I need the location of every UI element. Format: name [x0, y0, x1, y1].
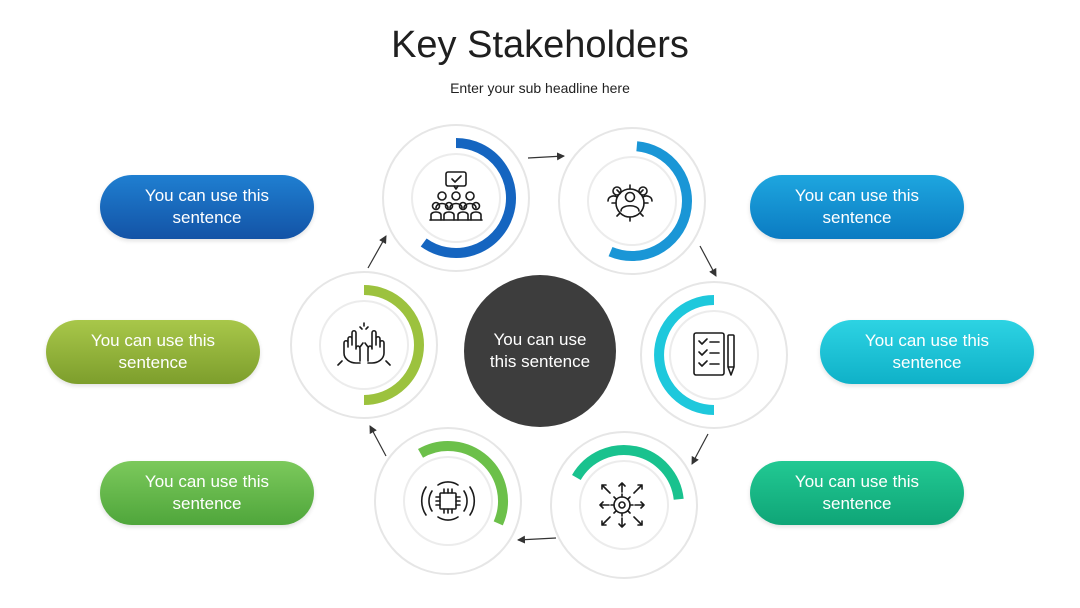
arrow-4-to-5 — [517, 535, 557, 544]
gear-arrows-icon — [599, 482, 645, 528]
center-circle — [464, 275, 616, 427]
pill-middle-right: You can use this sentence — [820, 320, 1034, 384]
pill-bottom-left: You can use this sentence — [100, 461, 314, 525]
pill-label: You can use this sentence — [144, 472, 270, 513]
arrow-6-to-1 — [367, 235, 387, 269]
node-4 — [550, 431, 698, 579]
center-label: You can use this sentence — [464, 275, 616, 427]
node-inner-circle — [319, 300, 409, 390]
node-progress-arc — [363, 285, 424, 405]
node-progress-arc — [420, 138, 516, 258]
node-progress-arc — [654, 295, 715, 415]
pill-label: You can use this sentence — [144, 186, 270, 227]
pill-label: You can use this sentence — [864, 331, 990, 372]
page-title: Key Stakeholders — [391, 24, 689, 66]
pill-middle-left: You can use this sentence — [46, 320, 260, 384]
node-inner-circle — [403, 456, 493, 546]
chip-icon — [420, 481, 476, 521]
audience-icon — [429, 171, 483, 221]
checklist-icon — [693, 332, 735, 376]
center-text: You can use this sentence — [489, 330, 591, 371]
pill-label: You can use this sentence — [90, 331, 216, 372]
page-subtitle: Enter your sub headline here — [450, 80, 630, 96]
node-inner-circle — [669, 310, 759, 400]
arrow-3-to-4 — [691, 433, 709, 465]
hands-icon — [337, 322, 391, 366]
pill-label: You can use this sentence — [794, 186, 920, 227]
node-1 — [382, 124, 530, 272]
node-5 — [374, 427, 522, 575]
node-3 — [640, 281, 788, 429]
flow-arrows — [367, 152, 717, 544]
node-progress-arc — [608, 141, 692, 261]
arrow-2-to-3 — [699, 245, 717, 277]
node-progress-arc — [572, 445, 684, 500]
node-progress-arc — [418, 441, 508, 526]
node-inner-circle — [579, 460, 669, 550]
pill-label: You can use this sentence — [794, 472, 920, 513]
team-gear-icon — [607, 184, 653, 222]
node-6 — [290, 271, 438, 419]
pill-bottom-right: You can use this sentence — [750, 461, 964, 525]
pill-top-right: You can use this sentence — [750, 175, 964, 239]
nodes-layer — [290, 124, 788, 579]
node-inner-circle — [411, 153, 501, 243]
pill-top-left: You can use this sentence — [100, 175, 314, 239]
arrow-5-to-6 — [369, 425, 387, 457]
arrow-1-to-2 — [527, 152, 565, 161]
